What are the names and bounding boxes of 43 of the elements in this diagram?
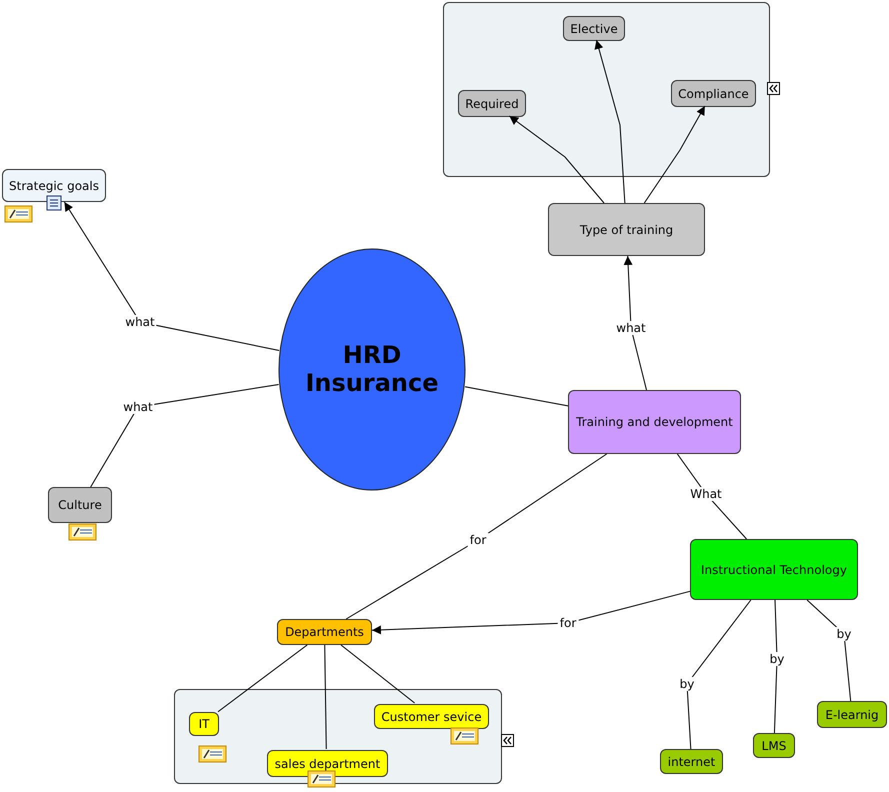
connector-line bbox=[464, 386, 568, 406]
concept-box: sales department bbox=[267, 750, 388, 777]
concept-box: LMS bbox=[753, 733, 795, 758]
concept-box: Instructional Technology bbox=[690, 539, 858, 600]
concept-box: Strategic goals bbox=[2, 169, 106, 202]
edge-label: by bbox=[678, 677, 696, 691]
concept-box: internet bbox=[660, 749, 723, 774]
arrow bbox=[644, 106, 706, 204]
arrow bbox=[372, 590, 690, 634]
connector-line bbox=[806, 600, 852, 702]
edge-label: for bbox=[558, 616, 578, 630]
group-panel bbox=[443, 2, 770, 177]
arrow bbox=[508, 116, 605, 204]
edge-label: by bbox=[834, 627, 854, 641]
group-panel bbox=[174, 689, 502, 784]
edge-label: What bbox=[688, 487, 724, 501]
concept-box: Culture bbox=[48, 487, 112, 523]
connector-line bbox=[686, 600, 752, 750]
connector-line bbox=[90, 384, 280, 488]
edge-label: what bbox=[614, 321, 648, 335]
arrow bbox=[624, 256, 647, 390]
concept-box: Customer sevice bbox=[374, 704, 489, 729]
connector-line bbox=[218, 644, 308, 712]
edge-label: what bbox=[121, 400, 155, 414]
concept-box: IT bbox=[189, 712, 219, 736]
concept-box: Departments bbox=[277, 619, 372, 645]
concept-box: Type of training bbox=[548, 203, 705, 256]
concept-box: E-learnig bbox=[817, 701, 887, 728]
edge-label: by bbox=[768, 652, 786, 666]
node-title: HRD Insurance bbox=[304, 342, 440, 398]
connector-line bbox=[324, 644, 327, 750]
concept-box: Training and development bbox=[568, 390, 741, 454]
connector-line bbox=[774, 600, 778, 734]
edge-label: for bbox=[468, 533, 488, 547]
edge-label: what bbox=[123, 315, 157, 329]
concept-box: Compliance bbox=[671, 80, 756, 107]
concept-box: Elective bbox=[563, 16, 625, 41]
arrow bbox=[594, 40, 626, 204]
ellipse-node bbox=[278, 248, 466, 491]
connector-line bbox=[346, 454, 608, 620]
concept-box: Required bbox=[458, 90, 526, 117]
connector-line bbox=[340, 644, 416, 704]
arrow bbox=[64, 202, 280, 351]
